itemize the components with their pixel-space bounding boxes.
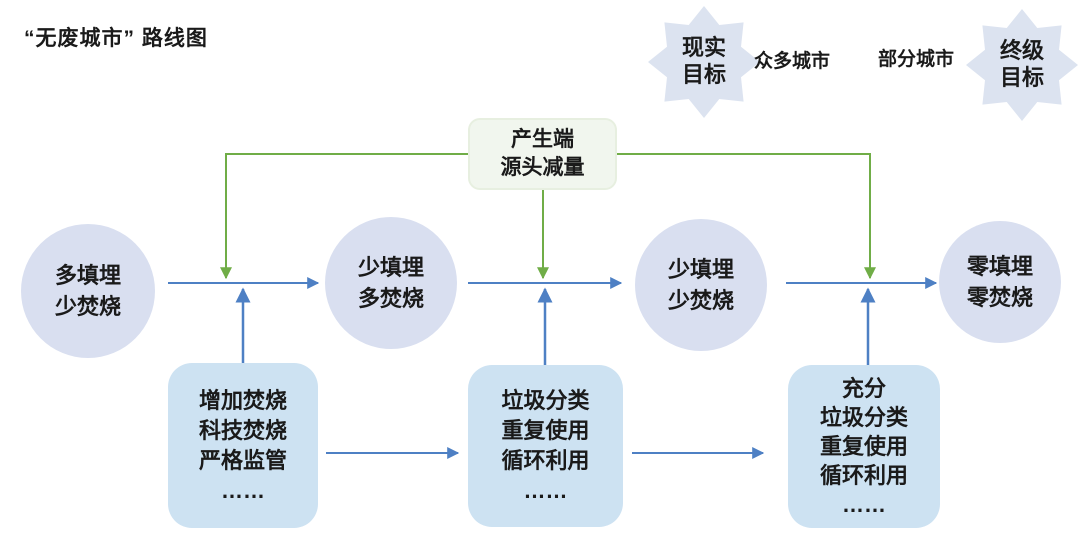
source-reduction-line1: 产生端 xyxy=(511,128,574,151)
node-measure-3: 充分 垃圾分类 重复使用 循环利用 …… xyxy=(788,365,940,528)
page-title: “无废城市” 路线图 xyxy=(24,27,208,50)
stage3-line2: 少焚烧 xyxy=(667,288,734,313)
source-reduction-arrow-left xyxy=(220,153,468,280)
measure1-line3: 严格监管 xyxy=(198,447,287,473)
ultimate-goal-star xyxy=(966,9,1078,121)
measure1-line1: 增加焚烧 xyxy=(198,387,287,413)
many-cities-label: 众多城市 xyxy=(753,51,830,72)
ultimate-goal-line1: 终级 xyxy=(999,38,1044,63)
stage1-line2: 少焚烧 xyxy=(54,294,121,319)
node-stage-2: 少填埋 多焚烧 xyxy=(325,217,457,349)
stage3-line1: 少填埋 xyxy=(667,257,734,282)
node-stage-4: 零填埋 零焚烧 xyxy=(939,221,1061,343)
source-reduction-arrow-right xyxy=(617,153,876,280)
measure2-line2: 重复使用 xyxy=(501,418,590,443)
stage4-line2: 零焚烧 xyxy=(966,285,1033,310)
node-measure-1: 增加焚烧 科技焚烧 严格监管 …… xyxy=(168,363,318,528)
source-reduction-line2: 源头减量 xyxy=(500,156,585,179)
measure2-line1: 垃圾分类 xyxy=(501,388,590,413)
measure3-line3: 重复使用 xyxy=(819,434,908,459)
node-stage-1: 多填埋 少焚烧 xyxy=(21,224,155,358)
measure2-line4: …… xyxy=(523,478,568,503)
measure2-line3: 循环利用 xyxy=(501,448,590,473)
measure3-line5: …… xyxy=(842,492,886,517)
measure3-line2: 垃圾分类 xyxy=(819,405,908,430)
stage2-line2: 多焚烧 xyxy=(357,286,424,311)
measure3-line4: 循环利用 xyxy=(819,463,908,488)
node-measure-2: 垃圾分类 重复使用 循环利用 …… xyxy=(468,365,623,527)
measure1-line2: 科技焚烧 xyxy=(198,417,287,443)
reality-goal-line2: 目标 xyxy=(681,62,726,87)
stage2-line1: 少填埋 xyxy=(357,255,424,280)
reality-goal-star xyxy=(648,6,760,118)
stage4-line1: 零填埋 xyxy=(966,254,1033,279)
reality-goal-label: 现实 目标 xyxy=(654,34,754,88)
node-stage-3: 少填埋 少焚烧 xyxy=(635,219,767,351)
reality-goal-line1: 现实 xyxy=(681,35,726,60)
ultimate-goal-line2: 目标 xyxy=(999,65,1044,90)
measure3-line1: 充分 xyxy=(841,376,886,401)
some-cities-label: 部分城市 xyxy=(877,49,954,70)
stage1-line1: 多填埋 xyxy=(54,263,121,288)
ultimate-goal-label: 终级 目标 xyxy=(972,37,1072,91)
node-source-reduction: 产生端 源头减量 xyxy=(468,118,617,190)
measure1-line4: …… xyxy=(221,477,265,503)
